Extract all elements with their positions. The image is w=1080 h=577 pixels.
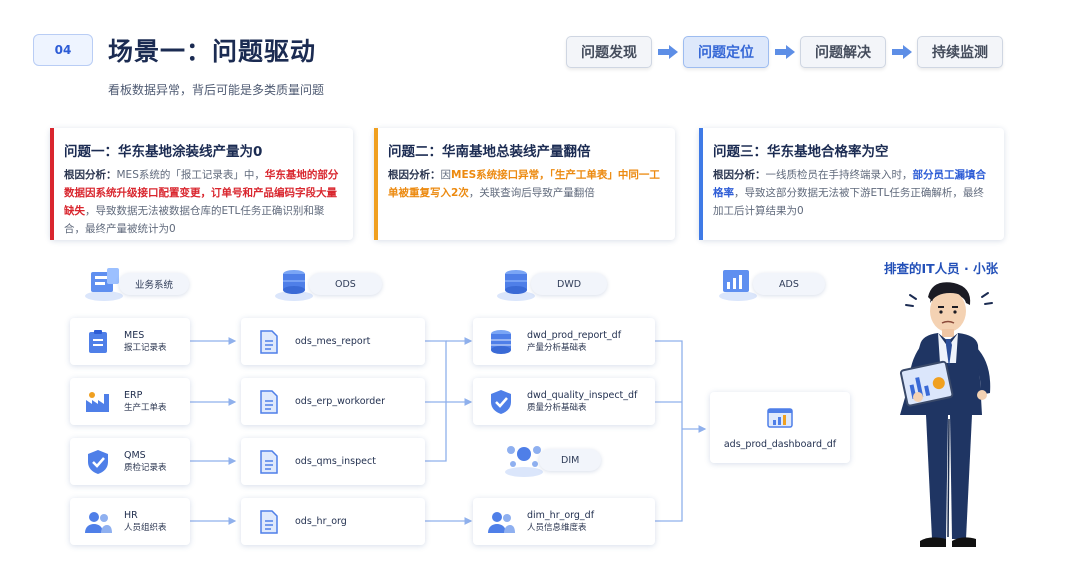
card-text: 一线质检员在手持终端录入时， <box>765 169 913 181</box>
ods-node-qms-inspect[interactable]: ods_qms_inspect <box>241 438 425 485</box>
problem-card-3: 问题三：华东基地合格率为空 根因分析：一线质检员在手持终端录入时，部分员工漏填合… <box>699 128 1004 240</box>
node-name: dim_hr_org_df <box>527 509 595 521</box>
card-body: 根因分析：MES系统的「报工记录表」中，华东基地的部分数据因系统升级接口配置变更… <box>64 166 343 238</box>
people-icon <box>487 508 515 536</box>
card-body: 根因分析：一线质检员在手持终端录入时，部分员工漏填合格率，导致这部分数据无法被下… <box>713 166 994 220</box>
node-name: ads_prod_dashboard_df <box>723 438 837 450</box>
problem-card-2: 问题二：华南基地总装线产量翻倍 根因分析：因MES系统接口异常，「生产工单表」中… <box>374 128 675 240</box>
node-name: ods_erp_workorder <box>295 395 386 407</box>
page-subtitle: 看板数据异常，背后可能是多类质量问题 <box>108 83 325 97</box>
arrow-right-icon <box>769 36 800 68</box>
card-body: 根因分析：因MES系统接口异常，「生产工单表」中同一工单被重复写入2次，关联查询… <box>388 166 665 202</box>
ods-node-hr-org[interactable]: ods_hr_org <box>241 498 425 545</box>
node-desc: 产量分析基础表 <box>527 342 587 353</box>
card-text: MES系统的「报工记录表」中， <box>116 169 265 181</box>
node-name: ods_hr_org <box>295 515 347 527</box>
network-icon <box>503 442 545 478</box>
card-label: 根因分析： <box>388 169 441 181</box>
document-icon <box>255 508 283 536</box>
page-title: 场景一：问题驱动 <box>108 37 317 66</box>
document-icon <box>255 388 283 416</box>
node-desc: 质检记录表 <box>124 462 167 473</box>
ads-node-prod-dashboard[interactable]: ads_prod_dashboard_df <box>710 392 850 463</box>
node-name: ods_qms_inspect <box>295 455 376 467</box>
node-name: dwd_prod_report_df <box>527 329 622 341</box>
card-text: ，关联查询后导致产量翻倍 <box>468 187 595 199</box>
card-highlight: 部分员工漏填合格率 <box>713 169 986 199</box>
column-head-dwd: DWD <box>495 266 608 302</box>
database-icon <box>273 266 315 302</box>
shield-check-icon <box>487 388 515 416</box>
node-name: HR <box>124 509 138 521</box>
problem-card-1: 问题一：华东基地涂装线产量为0 根因分析：MES系统的「报工记录表」中，华东基地… <box>50 128 353 240</box>
card-label: 根因分析： <box>64 169 117 181</box>
ods-node-erp-workorder[interactable]: ods_erp_workorder <box>241 378 425 425</box>
column-head-source: 业务系统 <box>83 266 190 302</box>
step-monitor[interactable]: 持续监测 <box>917 36 1003 68</box>
chart-board-icon <box>717 266 759 302</box>
column-label: ADS <box>753 273 825 295</box>
card-title: 问题二：华南基地总装线产量翻倍 <box>388 144 591 160</box>
card-title: 问题三：华东基地合格率为空 <box>713 144 889 160</box>
node-name: QMS <box>124 449 146 461</box>
document-icon <box>255 448 283 476</box>
column-label: DWD <box>531 273 608 295</box>
flow-connectors <box>190 337 707 525</box>
shield-check-icon <box>84 448 112 476</box>
column-head-ods: ODS <box>273 266 382 302</box>
card-title: 问题一：华东基地涂装线产量为0 <box>64 144 263 160</box>
step-discover[interactable]: 问题发现 <box>566 36 652 68</box>
column-label: ODS <box>309 273 382 295</box>
database-icon <box>495 266 537 302</box>
card-text: 因 <box>440 169 452 181</box>
server-icon <box>83 266 125 302</box>
node-name: MES <box>124 329 145 341</box>
card-label: 根因分析： <box>713 169 766 181</box>
column-head-dim: DIM <box>503 442 602 478</box>
node-name: dwd_quality_inspect_df <box>527 389 638 401</box>
arrow-right-icon <box>652 36 683 68</box>
card-text: ，导致这部分数据无法被下游ETL任务正确解析，最终加工后计算结果为0 <box>713 187 984 217</box>
column-label: DIM <box>539 449 602 471</box>
section-badge: 04 <box>33 34 93 66</box>
card-highlight: 华东基地的部分数据因系统升级接口配置变更，订单号和产品编码字段大量缺失 <box>64 169 339 217</box>
node-desc: 人员信息维度表 <box>527 522 587 533</box>
accent-bar <box>699 128 703 240</box>
accent-bar <box>374 128 378 240</box>
step-locate[interactable]: 问题定位 <box>683 36 769 68</box>
node-desc: 生产工单表 <box>124 402 167 413</box>
step-resolve[interactable]: 问题解决 <box>800 36 886 68</box>
database-icon <box>487 328 515 356</box>
factory-icon <box>84 388 112 416</box>
card-text: ，导致数据无法被数据仓库的ETL任务正确识别和聚合，最终产量被统计为0 <box>64 205 325 235</box>
process-steps: 问题发现 问题定位 问题解决 持续监测 <box>566 36 1003 68</box>
accent-bar <box>50 128 54 240</box>
person-label: 排查的IT人员 · 小张 <box>884 261 999 276</box>
node-name: ods_mes_report <box>295 335 371 347</box>
node-name: ERP <box>124 389 143 401</box>
dashboard-icon <box>766 405 794 433</box>
node-desc: 报工记录表 <box>124 342 167 353</box>
it-staff-illustration <box>890 275 1010 560</box>
arrow-right-icon <box>886 36 917 68</box>
column-head-ads: ADS <box>717 266 825 302</box>
clipboard-icon <box>84 328 112 356</box>
document-icon <box>255 328 283 356</box>
people-icon <box>84 508 112 536</box>
node-desc: 人员组织表 <box>124 522 167 533</box>
ods-node-mes-report[interactable]: ods_mes_report <box>241 318 425 365</box>
card-highlight: MES系统接口异常，「生产工单表」中同一工单被重复写入2次 <box>388 169 660 199</box>
node-desc: 质量分析基础表 <box>527 402 587 413</box>
column-label: 业务系统 <box>119 273 190 295</box>
